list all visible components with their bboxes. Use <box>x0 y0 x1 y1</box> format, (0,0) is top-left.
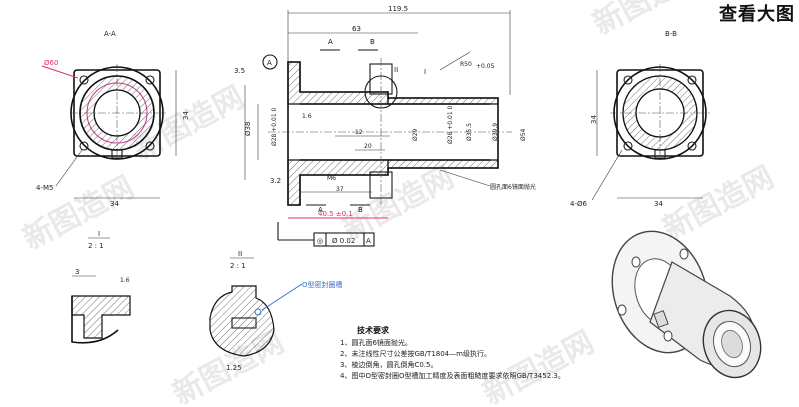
aa-height-dim: 34 <box>182 111 190 120</box>
tolerance-symbol: ◎ <box>317 237 323 245</box>
dim-63: 63 <box>352 25 361 33</box>
watermark-4: 新图造网 <box>587 0 709 42</box>
dim-dia39-9: Ø39.9 <box>492 123 499 141</box>
dim-dia54: Ø54 <box>520 128 527 141</box>
aa-pcd-dim: Ø60 <box>44 59 58 67</box>
dim-3-5: 3.5 <box>234 67 245 75</box>
rough-1-6: 1.6 <box>302 113 312 120</box>
label-a-top: A <box>328 38 333 46</box>
isometric-3d-view <box>611 230 762 379</box>
detail-i-dim3: 3 <box>75 268 79 276</box>
dim-dia28-right: Ø28 +0.01 0 <box>447 105 454 144</box>
dim-40-5: 40.5 ±0.1 <box>318 210 353 218</box>
tech-item-2: 2、未注线性尺寸公差按GB/T1804—m级执行。 <box>340 349 491 358</box>
note-surface-finish: 圆孔面6镜面抛光 <box>490 183 536 191</box>
detail-i-scale: 2 : 1 <box>88 242 104 250</box>
dim-dia38: Ø38 <box>244 122 252 136</box>
aa-width-dim: 34 <box>110 200 119 208</box>
tolerance-frame: ◎ Ø 0.02 A <box>277 222 375 247</box>
detail-i-marker: I <box>424 68 426 76</box>
section-aa-title: A-A <box>104 30 116 38</box>
detail-ii-view: II 2 : 1 O型密封圈槽 1.25 <box>209 250 343 372</box>
dim-3-2: 3.2 <box>270 177 281 185</box>
label-a-bottom: A <box>318 206 323 214</box>
tech-item-3: 3、棱边倒角，圆孔倒角C0.5。 <box>340 360 437 369</box>
detail-ii-oring-callout: O型密封圈槽 <box>302 280 343 289</box>
label-b-bottom: B <box>358 206 363 214</box>
section-bb-view: B-B 34 34 4-Ø6 <box>570 30 710 208</box>
aa-thread-dim: 4-M5 <box>36 184 53 192</box>
view-large-button[interactable]: 查看大图 <box>719 4 795 25</box>
label-b-top: B <box>370 38 375 46</box>
detail-ii-marker: II <box>394 66 398 74</box>
dim-dia28-left: Ø28 +0.01 0 <box>271 107 278 146</box>
dim-r50-tol: +0.05 <box>476 63 495 70</box>
tech-item-1: 1、圆孔面6镜面抛光。 <box>340 338 412 347</box>
bb-holes-dim: 4-Ø6 <box>570 200 587 208</box>
dim-overall: 119.5 <box>388 5 408 13</box>
dim-20: 20 <box>364 143 372 150</box>
dim-dia29: Ø29 <box>412 128 419 141</box>
section-bb-title: B-B <box>665 30 677 38</box>
main-section-view: 119.5 63 A B II I <box>234 5 536 247</box>
dim-r50: R50 <box>460 61 472 68</box>
bb-height-dim: 34 <box>590 115 598 124</box>
detail-ii-title: II <box>238 250 242 258</box>
detail-ii-dim: 1.25 <box>226 364 242 372</box>
watermark-5: 新图造网 <box>657 160 779 247</box>
tolerance-value: Ø 0.02 <box>332 237 355 245</box>
tech-requirements: 技术要求 1、圆孔面6镜面抛光。 2、未注线性尺寸公差按GB/T1804—m级执… <box>340 325 565 380</box>
watermark-7: 新图造网 <box>477 325 599 407</box>
dim-37: 37 <box>336 186 344 193</box>
watermark-1: 新图造网 <box>17 170 139 257</box>
dim-12: 12 <box>355 129 363 136</box>
dim-m6: M6 <box>327 175 336 182</box>
detail-i-angle: 1.6 <box>120 277 130 284</box>
tech-heading: 技术要求 <box>357 325 390 335</box>
tech-item-4: 4、图中O型密封圈O型槽加工精度及表面粗糙度要求依照GB/T3452.3。 <box>340 371 565 380</box>
detail-i-view: I 2 : 1 3 1.6 <box>71 230 131 344</box>
datum-a-marker: A <box>267 59 272 67</box>
bb-width-dim: 34 <box>654 200 663 208</box>
detail-ii-scale: 2 : 1 <box>230 262 246 270</box>
tolerance-datum: A <box>366 237 371 245</box>
detail-i-title: I <box>98 230 100 238</box>
section-aa-view: A-A Ø60 34 34 4-M5 <box>36 30 190 208</box>
dim-dia35-5: Ø35.5 <box>466 123 473 141</box>
